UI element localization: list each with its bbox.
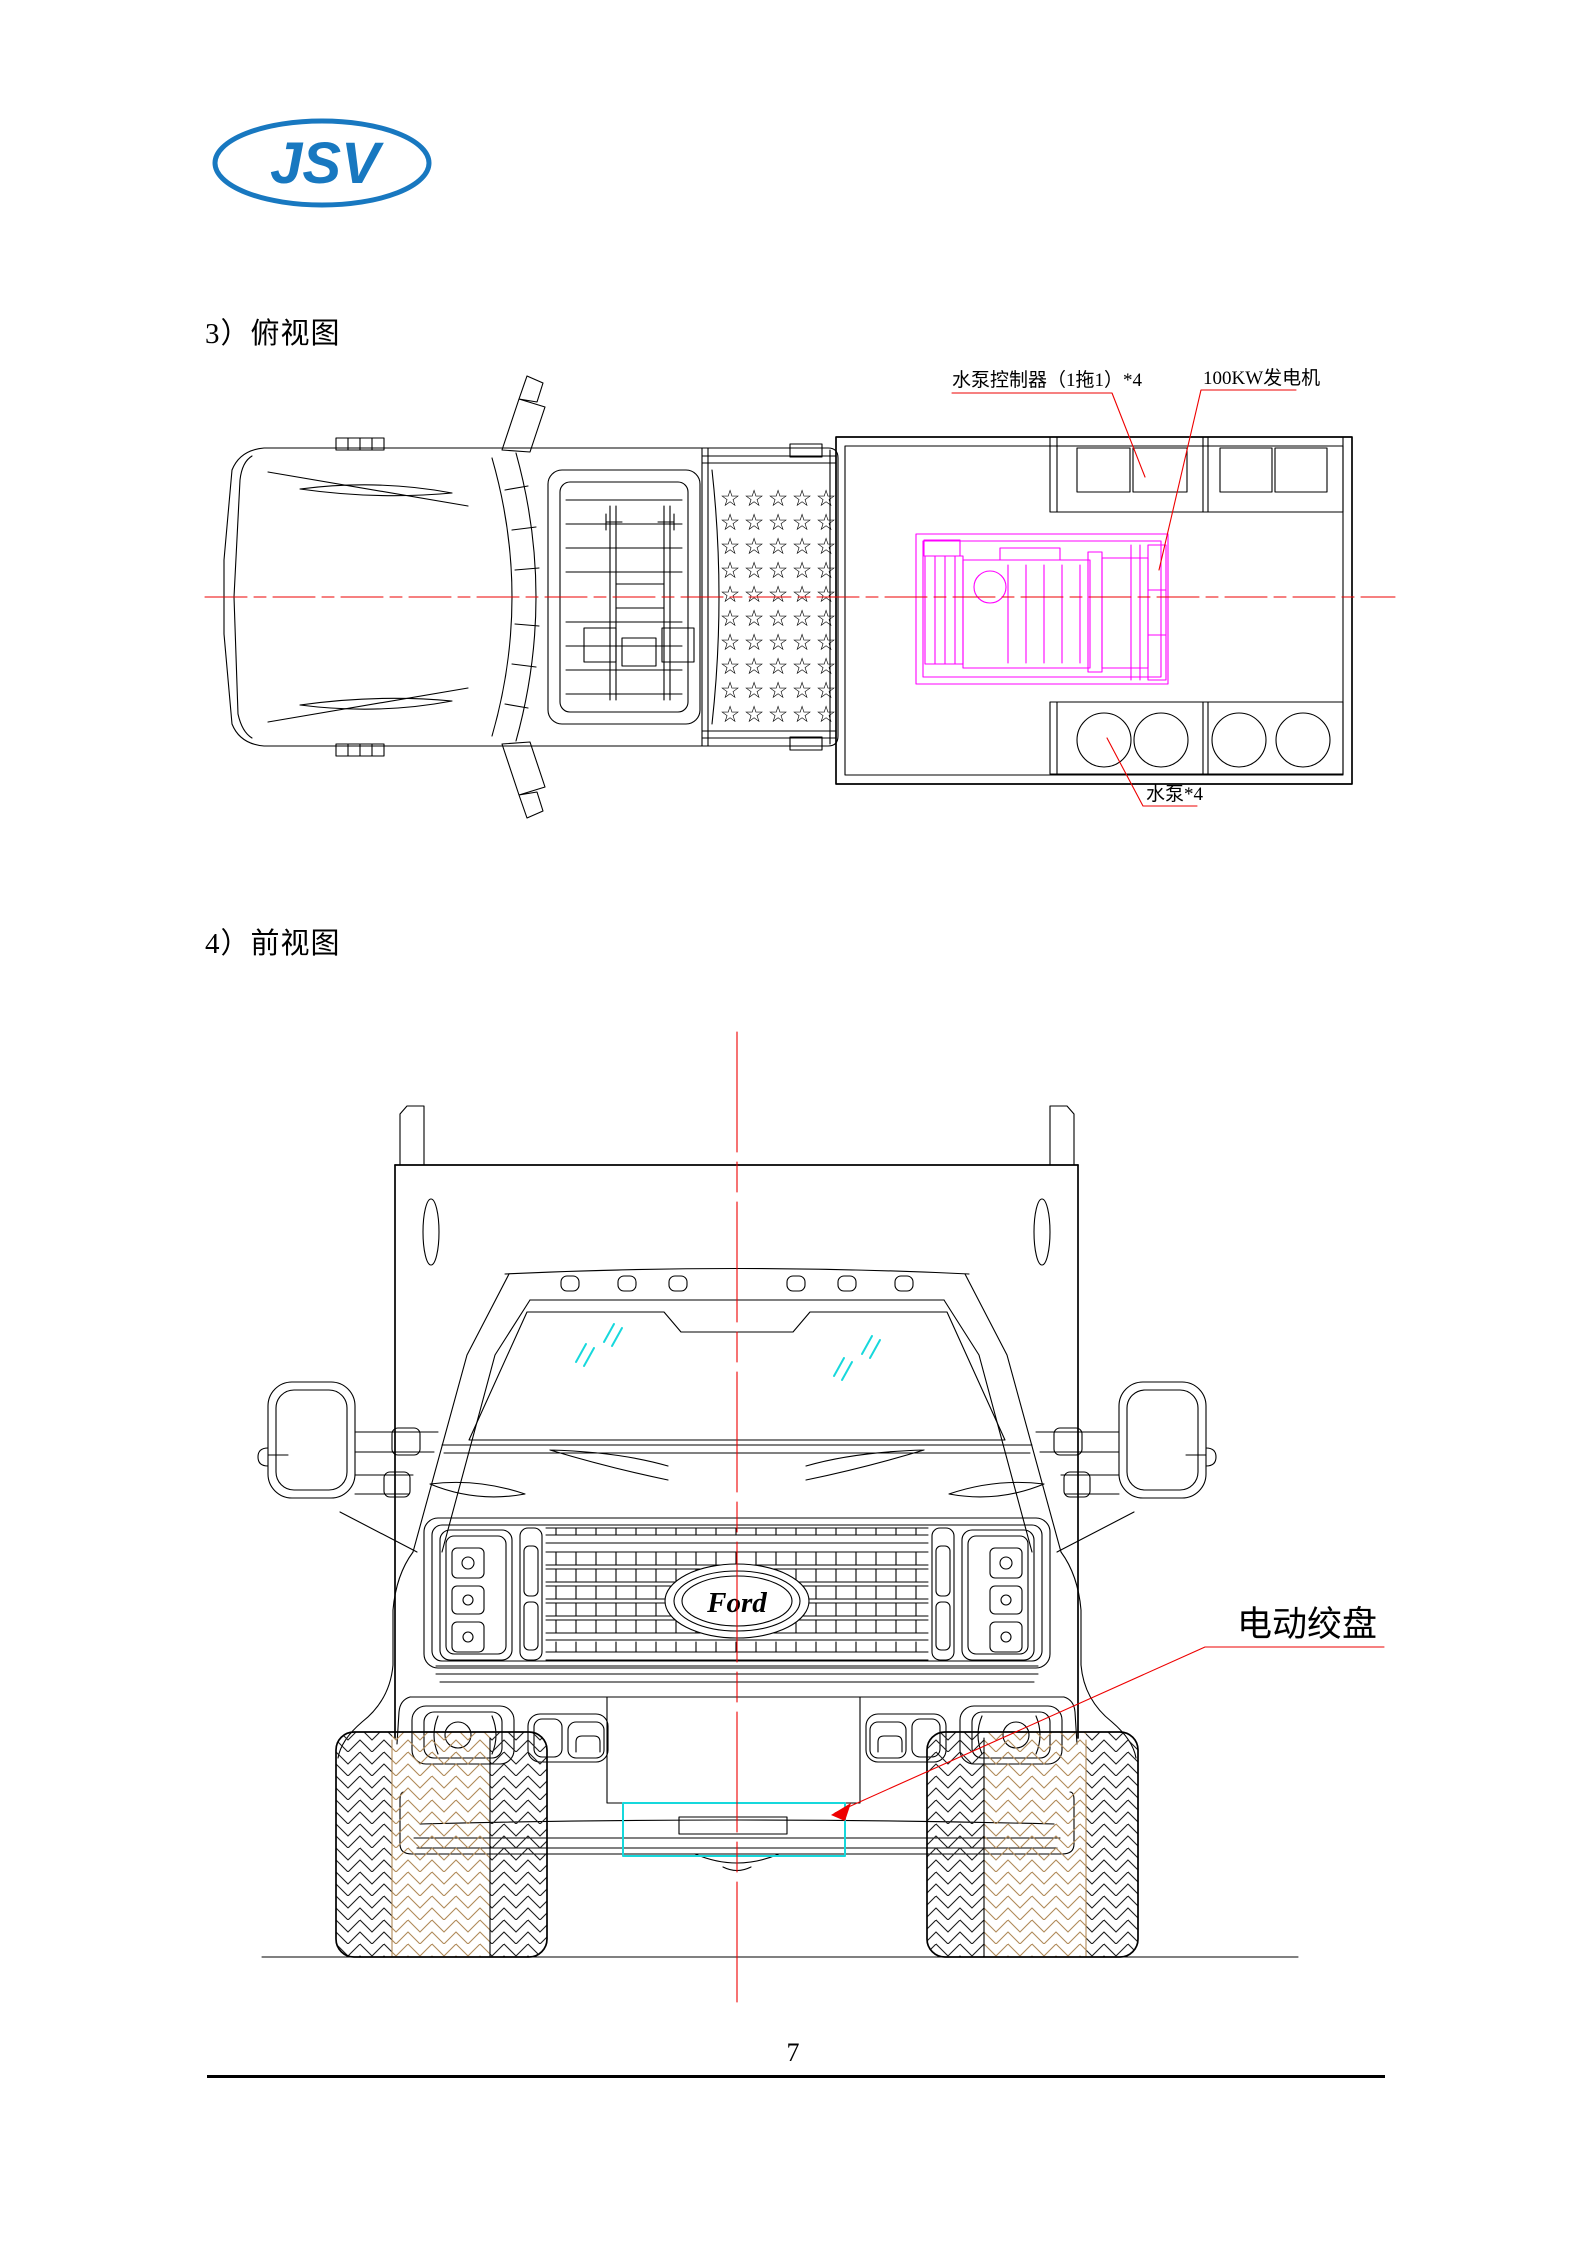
star-symbol: ☆ — [816, 678, 837, 703]
winch-annotation: 电动绞盘 — [831, 1605, 1385, 1821]
section-heading-top-view: 3）俯视图 — [205, 318, 341, 350]
star-symbol: ☆ — [720, 702, 741, 727]
leader-arrowhead — [831, 1803, 851, 1821]
star-symbol: ☆ — [720, 654, 741, 679]
star-symbol: ☆ — [744, 582, 765, 607]
star-symbol: ☆ — [792, 558, 813, 583]
star-symbol: ☆ — [768, 606, 789, 631]
footer-rule — [207, 2075, 1385, 2078]
star-symbol: ☆ — [768, 678, 789, 703]
star-symbol: ☆ — [768, 702, 789, 727]
front-combs — [335, 437, 385, 757]
star-symbol: ☆ — [768, 582, 789, 607]
star-symbol: ☆ — [816, 630, 837, 655]
star-symbol: ☆ — [768, 558, 789, 583]
windshield-glass-marks — [575, 1323, 881, 1381]
star-symbol: ☆ — [816, 582, 837, 607]
star-symbol: ☆ — [720, 534, 741, 559]
star-symbol: ☆ — [744, 486, 765, 511]
star-symbol: ☆ — [792, 582, 813, 607]
star-symbol: ☆ — [744, 702, 765, 727]
star-symbol: ☆ — [720, 582, 741, 607]
star-symbol: ☆ — [816, 654, 837, 679]
a-pillar-left — [412, 1273, 531, 1553]
star-symbol: ☆ — [744, 654, 765, 679]
star-grid: ☆☆☆☆☆☆☆☆☆☆☆☆☆☆☆☆☆☆☆☆☆☆☆☆☆☆☆☆☆☆☆☆☆☆☆☆☆☆☆☆… — [720, 486, 837, 727]
star-symbol: ☆ — [720, 606, 741, 631]
star-symbol: ☆ — [792, 654, 813, 679]
star-symbol: ☆ — [792, 534, 813, 559]
leader-pump-controller — [951, 392, 1146, 478]
star-symbol: ☆ — [744, 678, 765, 703]
star-symbol: ☆ — [816, 486, 837, 511]
label-water-pump: 水泵*4 — [1146, 783, 1204, 805]
label-generator: 100KW发电机 — [1203, 367, 1320, 389]
leader-winch — [834, 1646, 1385, 1814]
clearance-lamps — [560, 1275, 914, 1292]
headlight-right — [961, 1529, 1035, 1661]
top-view-annotations: 水泵控制器（1拖1）*4 100KW发电机 水泵*4 — [951, 367, 1320, 807]
pump-bay — [1049, 701, 1344, 775]
winch-housing — [606, 1696, 861, 1804]
flatbed — [835, 436, 1353, 785]
star-symbol: ☆ — [720, 486, 741, 511]
star-symbol: ☆ — [768, 510, 789, 535]
tire-left — [335, 1731, 548, 1958]
front-view-drawing: Ford — [257, 1031, 1385, 2013]
generator-unit — [915, 533, 1169, 685]
logo-text: JSV — [270, 131, 384, 196]
star-symbol: ☆ — [816, 558, 837, 583]
side-mirrors-top — [501, 375, 546, 819]
star-symbol: ☆ — [768, 654, 789, 679]
star-symbol: ☆ — [720, 558, 741, 583]
hood-creases — [267, 471, 469, 723]
side-mirrors-front — [257, 1381, 1217, 1499]
star-symbol: ☆ — [744, 606, 765, 631]
star-symbol: ☆ — [768, 630, 789, 655]
label-winch: 电动绞盘 — [1237, 1605, 1377, 1644]
star-symbol: ☆ — [744, 558, 765, 583]
star-symbol: ☆ — [816, 606, 837, 631]
windshield — [468, 1311, 1006, 1441]
winch-highlight-box — [622, 1802, 846, 1857]
label-pump-controller: 水泵控制器（1拖1）*4 — [952, 369, 1143, 391]
star-symbol: ☆ — [792, 510, 813, 535]
star-symbol: ☆ — [792, 606, 813, 631]
star-symbol: ☆ — [720, 510, 741, 535]
section-heading-front-view: 4）前视图 — [205, 928, 341, 960]
truck-top-view: ☆☆☆☆☆☆☆☆☆☆☆☆☆☆☆☆☆☆☆☆☆☆☆☆☆☆☆☆☆☆☆☆☆☆☆☆☆☆☆☆… — [223, 375, 839, 819]
star-symbol: ☆ — [768, 486, 789, 511]
star-symbol: ☆ — [720, 678, 741, 703]
leader-water-pump — [1106, 737, 1198, 807]
star-symbol: ☆ — [816, 510, 837, 535]
star-symbol: ☆ — [816, 702, 837, 727]
leader-generator — [1158, 389, 1297, 571]
star-symbol: ☆ — [720, 630, 741, 655]
star-symbol: ☆ — [744, 510, 765, 535]
top-view-drawing: ☆☆☆☆☆☆☆☆☆☆☆☆☆☆☆☆☆☆☆☆☆☆☆☆☆☆☆☆☆☆☆☆☆☆☆☆☆☆☆☆… — [204, 367, 1396, 819]
jsv-logo: JSV — [212, 118, 432, 208]
a-pillar-right — [943, 1273, 1062, 1553]
star-symbol: ☆ — [792, 486, 813, 511]
star-symbol: ☆ — [816, 534, 837, 559]
license-plate-pad — [678, 1816, 788, 1835]
water-pump-circles — [1076, 712, 1331, 768]
tow-hook-right — [865, 1713, 947, 1763]
tire-right — [926, 1731, 1139, 1958]
star-symbol: ☆ — [792, 678, 813, 703]
star-symbol: ☆ — [768, 534, 789, 559]
page-number: 7 — [786, 2038, 800, 2067]
star-symbol: ☆ — [744, 630, 765, 655]
star-symbol: ☆ — [792, 630, 813, 655]
star-symbol: ☆ — [744, 534, 765, 559]
star-symbol: ☆ — [792, 702, 813, 727]
logo-ellipse — [212, 118, 432, 208]
headlight-left — [439, 1529, 513, 1661]
